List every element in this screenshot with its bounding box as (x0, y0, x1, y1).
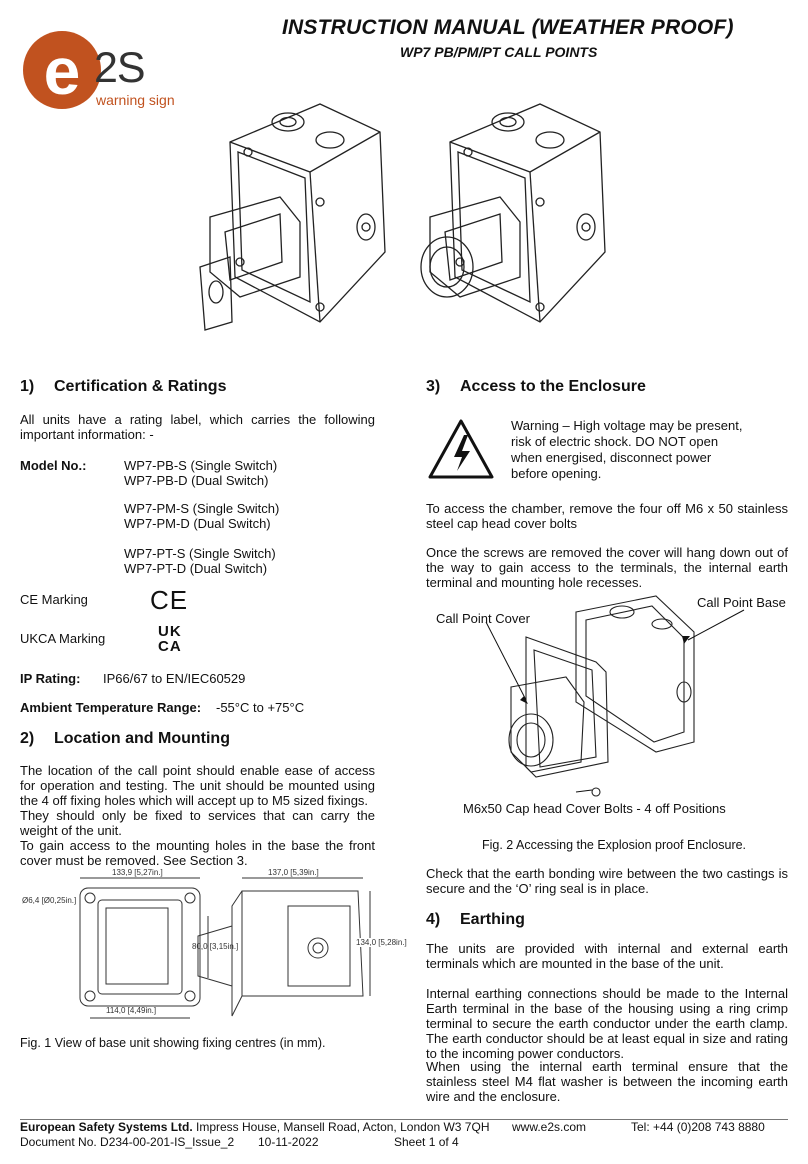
section4-para2: Internal earthing connections should be … (426, 986, 788, 1061)
label-call-point-cover: Call Point Cover (436, 611, 530, 626)
section2-para1: The location of the call point should en… (20, 763, 375, 808)
product-image-pm (420, 103, 606, 323)
dim-centres-v: 80,0 [3,15in.] (192, 942, 239, 951)
logo-tagline: warning sign (96, 92, 175, 108)
ip-label: IP Rating: (20, 671, 81, 686)
section3-heading: 3)Access to the Enclosure (426, 378, 646, 395)
model-item: WP7-PB-S (Single Switch) (124, 458, 278, 473)
label-call-point-base: Call Point Base (697, 595, 786, 610)
section2-heading: 2)Location and Mounting (20, 730, 230, 747)
dim-width-top: 133,9 [5,27in.] (112, 868, 163, 877)
footer-document-number: Document No. D234-00-201-IS_Issue_2 (20, 1135, 235, 1149)
ukca-label: UKCA Marking (20, 631, 106, 646)
footer-phone: Tel: +44 (0)208 743 8880 (631, 1120, 765, 1134)
model-item: WP7-PT-D (Dual Switch) (124, 561, 268, 576)
fig2-exploded-drawing (485, 595, 745, 797)
section4-para3: When using the internal earth terminal e… (426, 1059, 788, 1104)
section1-heading: 1)Certification & Ratings (20, 378, 227, 395)
model-item: WP7-PB-D (Dual Switch) (124, 473, 269, 488)
label-cover-bolts: M6x50 Cap head Cover Bolts - 4 off Posit… (463, 801, 726, 816)
logo-wordmark: 2S (94, 44, 146, 92)
section4-heading: 4)Earthing (426, 911, 525, 928)
model-label: Model No.: (20, 458, 87, 473)
section3-para3: Check that the earth bonding wire betwee… (426, 866, 788, 896)
e2s-logo: e (23, 31, 101, 109)
section4-para1: The units are provided with internal and… (426, 941, 788, 971)
manual-subtitle: WP7 PB/PM/PT CALL POINTS (400, 44, 598, 60)
section3-para1: To access the chamber, remove the four o… (426, 501, 788, 531)
temp-label: Ambient Temperature Range: (20, 700, 202, 715)
footer-web-link[interactable]: www.e2s.com (512, 1120, 587, 1134)
ip-value: IP66/67 to EN/IEC60529 (103, 671, 246, 686)
footer-date: 10-11-2022 (258, 1135, 319, 1149)
footer-address: Impress House, Mansell Road, Acton, Lond… (196, 1120, 490, 1134)
model-item: WP7-PT-S (Single Switch) (124, 546, 276, 561)
section3-para2: Once the screws are removed the cover wi… (426, 545, 788, 590)
footer-sheet: Sheet 1 of 4 (394, 1135, 459, 1149)
manual-title: INSTRUCTION MANUAL (WEATHER PROOF) (282, 16, 734, 39)
dim-centres-h: 114,0 [4,49in.] (106, 1006, 157, 1015)
high-voltage-warning-icon (428, 419, 494, 479)
dim-hole: Ø6,4 [Ø0,25in.] (22, 896, 77, 905)
dim-side-height: 134,0 [5,28in.] (356, 938, 407, 947)
product-image-pb (199, 103, 386, 331)
fig2-caption: Fig. 2 Accessing the Explosion proof Enc… (482, 838, 747, 852)
section2-para2: They should only be fixed to services th… (20, 808, 375, 838)
temp-value: -55°C to +75°C (216, 700, 305, 715)
footer-divider (20, 1119, 788, 1120)
ce-mark: CE (150, 585, 189, 615)
model-item: WP7-PM-D (Dual Switch) (124, 516, 271, 531)
fig1-caption: Fig. 1 View of base unit showing fixing … (20, 1036, 326, 1050)
ce-label: CE Marking (20, 592, 88, 607)
model-item: WP7-PM-S (Single Switch) (124, 501, 280, 516)
dim-side-width: 137,0 [5,39in.] (268, 868, 319, 877)
footer-company: European Safety Systems Ltd. (20, 1120, 193, 1134)
section2-para3: To gain access to the mounting holes in … (20, 838, 375, 868)
section1-intro: All units have a rating label, which car… (20, 412, 375, 442)
logo-letter: e (44, 34, 81, 108)
warning-text: Warning – High voltage may be present, r… (511, 418, 743, 481)
